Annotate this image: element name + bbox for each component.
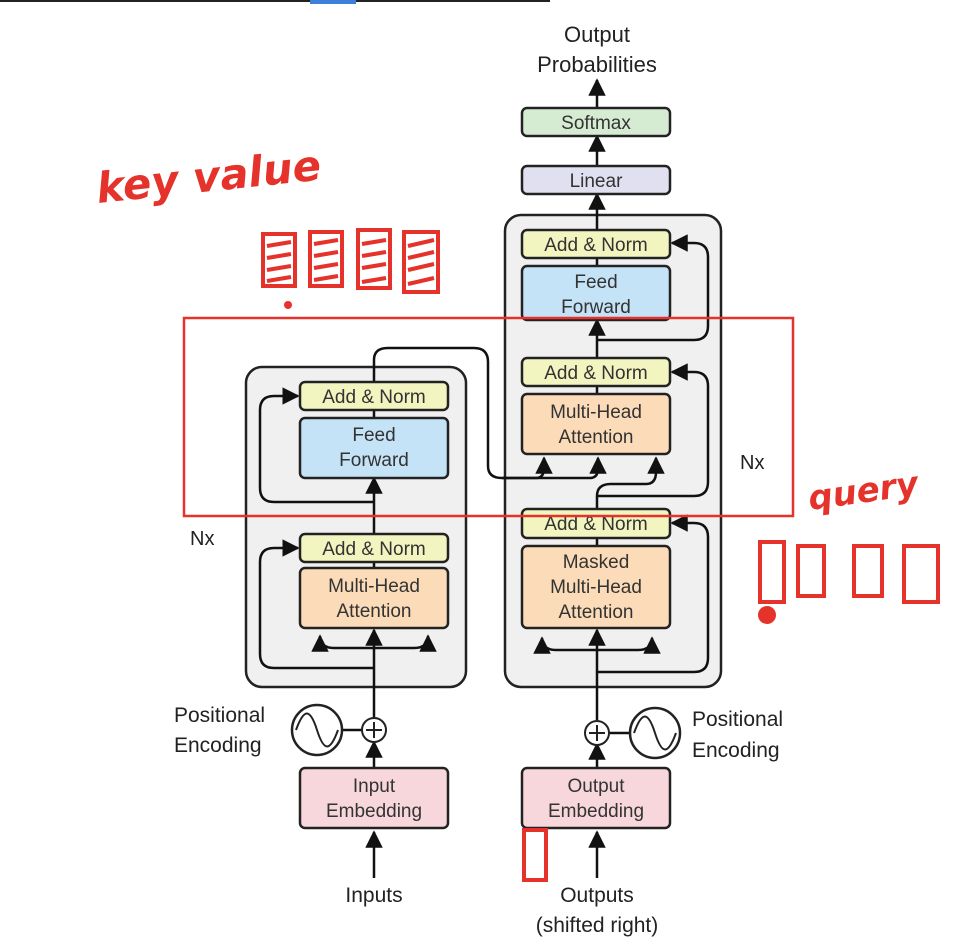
encoder-attention-line1: Multi-Head bbox=[328, 576, 420, 597]
encoder-add-norm-bottom-label: Add & Norm bbox=[322, 539, 425, 560]
decoder-feed-forward-line2: Forward bbox=[561, 297, 631, 318]
encoder-layer-box bbox=[244, 365, 468, 689]
decoder-add-norm-top: Add & Norm bbox=[520, 228, 672, 260]
encoder-add-norm-top: Add & Norm bbox=[298, 380, 450, 412]
linear-label: Linear bbox=[570, 171, 623, 192]
softmax-block: Softmax bbox=[520, 106, 672, 138]
decoder-feed-forward: Feed Forward bbox=[520, 264, 672, 322]
decoder-add-norm-top-label: Add & Norm bbox=[544, 235, 647, 256]
encoder-add-icon bbox=[361, 717, 387, 743]
softmax-label: Softmax bbox=[561, 113, 631, 134]
decoder-masked-line3: Attention bbox=[559, 602, 634, 623]
top-border-line bbox=[0, 0, 550, 2]
decoder-cross-attention-line1: Multi-Head bbox=[550, 402, 642, 423]
inputs-label: Inputs bbox=[345, 884, 402, 907]
highlight-rectangle bbox=[182, 316, 795, 518]
top-accent-mark bbox=[310, 0, 356, 4]
outputs-label-line2: (shifted right) bbox=[536, 914, 659, 937]
output-embedding-line1: Output bbox=[567, 776, 625, 797]
decoder-feed-forward-line1: Feed bbox=[574, 272, 617, 293]
output-token-mark bbox=[522, 828, 548, 882]
linear-block: Linear bbox=[520, 164, 672, 196]
decoder-cross-attention-line2: Attention bbox=[559, 427, 634, 448]
connections bbox=[258, 78, 710, 878]
output-probabilities-line1: Output bbox=[564, 22, 630, 47]
encoder-feed-forward: Feed Forward bbox=[298, 416, 450, 480]
query-vectors bbox=[758, 540, 940, 624]
encoder-add-norm-bottom: Add & Norm bbox=[298, 532, 450, 564]
outputs-label-line1: Outputs bbox=[560, 884, 634, 907]
decoder-positional-line1: Positional bbox=[692, 708, 783, 731]
output-embedding: Output Embedding bbox=[520, 766, 672, 830]
decoder-masked-line2: Multi-Head bbox=[550, 577, 642, 598]
encoder-positional-line1: Positional bbox=[174, 704, 265, 727]
input-embedding-line1: Input bbox=[353, 776, 396, 797]
encoder-multi-head-attention: Multi-Head Attention bbox=[298, 566, 450, 630]
decoder-sine-wave-icon bbox=[628, 706, 682, 760]
encoder-feed-forward-line1: Feed bbox=[352, 425, 395, 446]
decoder-add-norm-bottom-label: Add & Norm bbox=[544, 514, 647, 535]
input-embedding-line2: Embedding bbox=[326, 801, 422, 822]
output-embedding-line2: Embedding bbox=[548, 801, 644, 822]
encoder-attention-line2: Attention bbox=[337, 601, 412, 622]
encoder-feed-forward-line2: Forward bbox=[339, 450, 409, 471]
decoder-add-icon bbox=[584, 720, 610, 746]
decoder-masked-line1: Masked bbox=[563, 552, 630, 573]
decoder-add-norm-middle-label: Add & Norm bbox=[544, 363, 647, 384]
decoder-positional-line2: Encoding bbox=[692, 739, 780, 762]
encoder-sine-wave-icon bbox=[290, 703, 344, 757]
key-value-note: key value bbox=[94, 141, 323, 213]
decoder-cross-attention: Multi-Head Attention bbox=[520, 392, 672, 456]
key-value-vectors bbox=[261, 228, 440, 309]
encoder-add-norm-top-label: Add & Norm bbox=[322, 387, 425, 408]
decoder-masked-attention: Masked Multi-Head Attention bbox=[520, 544, 672, 630]
output-probabilities-line2: Probabilities bbox=[537, 52, 657, 77]
query-note: query bbox=[806, 464, 923, 519]
decoder-add-norm-bottom: Add & Norm bbox=[520, 507, 672, 540]
input-embedding: Input Embedding bbox=[298, 766, 450, 830]
decoder-add-norm-middle: Add & Norm bbox=[520, 356, 672, 388]
encoder-positional-line2: Encoding bbox=[174, 734, 262, 757]
decoder-nx-label: Nx bbox=[740, 452, 764, 474]
encoder-nx-label: Nx bbox=[190, 528, 214, 550]
